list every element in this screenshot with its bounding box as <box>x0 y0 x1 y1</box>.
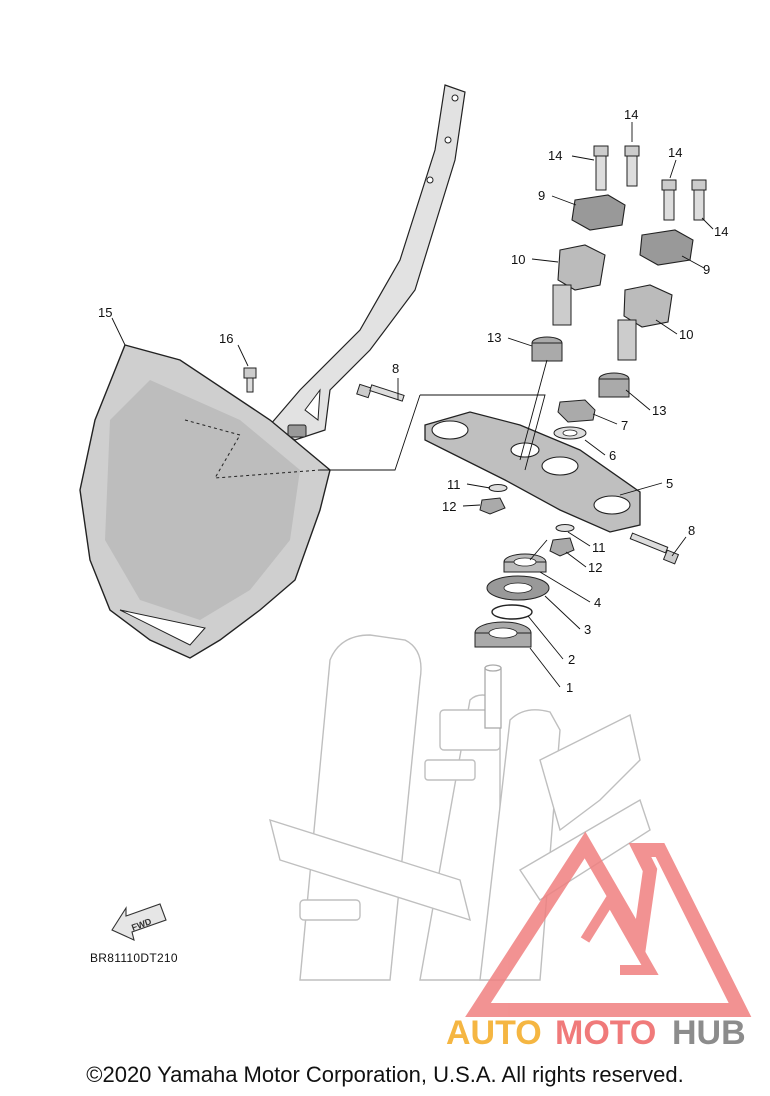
pinch-bolt-left <box>356 383 405 402</box>
drawing-code: BR81110DT210 <box>90 951 178 965</box>
holder-lower-right <box>617 284 673 361</box>
callout-11-right: 11 <box>592 540 606 555</box>
forward-arrow-icon: FWD <box>111 903 167 941</box>
callout-8-left: 8 <box>392 361 399 376</box>
holder-bolt-14d <box>691 179 707 221</box>
callout-5: 5 <box>666 476 673 491</box>
holder-upper-right <box>639 229 694 266</box>
washer-11-left <box>488 484 508 492</box>
holder-bolt-14c <box>661 179 677 221</box>
watermark-hub: HUB <box>672 1014 746 1052</box>
nut-12-left <box>479 497 506 515</box>
copyright-notice: ©2020 Yamaha Motor Corporation, U.S.A. A… <box>86 1062 684 1087</box>
bearing-cover-4 <box>503 553 547 573</box>
callout-2: 2 <box>568 652 575 667</box>
callout-10-right: 10 <box>679 327 693 342</box>
callout-4: 4 <box>594 595 601 610</box>
pinch-bolt-right <box>629 532 680 565</box>
number-plate-stay <box>269 84 466 441</box>
holder-bolt-14a <box>593 145 609 191</box>
callout-15: 15 <box>98 305 112 320</box>
callout-labels: 1 2 3 4 5 6 7 8 8 9 9 10 10 11 11 12 12 … <box>98 107 728 695</box>
holder-bolt-14b <box>624 145 640 187</box>
spacer-13-left <box>531 336 563 362</box>
callout-6: 6 <box>609 448 616 463</box>
callout-12-right: 12 <box>588 560 602 575</box>
spacer-13-right <box>598 372 630 398</box>
callout-8-right: 8 <box>688 523 695 538</box>
stem-nut-7 <box>557 399 596 423</box>
callout-14-b: 14 <box>624 107 638 122</box>
callout-10-left: 10 <box>511 252 525 267</box>
ball-race-1 <box>474 621 532 648</box>
watermark-logo-icon <box>465 831 752 1017</box>
number-plate <box>79 344 331 659</box>
callout-13-left: 13 <box>487 330 501 345</box>
callout-14-d: 14 <box>714 224 728 239</box>
callout-1: 1 <box>566 680 573 695</box>
callout-13-right: 13 <box>652 403 666 418</box>
watermark-auto: AUTO <box>446 1014 542 1052</box>
washer-6 <box>553 426 587 440</box>
upper-bracket <box>424 411 641 533</box>
assembly-lines <box>320 359 548 561</box>
bolt-16 <box>243 367 257 393</box>
bearing-3 <box>486 575 550 601</box>
callout-12-left: 12 <box>442 499 456 514</box>
callout-3: 3 <box>584 622 591 637</box>
nut-12-right <box>549 537 575 557</box>
watermark-moto: MOTO <box>555 1014 656 1052</box>
holder-lower-left <box>552 244 606 326</box>
holder-upper-left <box>571 194 626 231</box>
callout-14-c: 14 <box>668 145 682 160</box>
callout-9-left: 9 <box>538 188 545 203</box>
callout-16: 16 <box>219 331 233 346</box>
callout-14-a: 14 <box>548 148 562 163</box>
watermark-text: AUTO MOTO HUB <box>446 1014 746 1052</box>
steering-stem <box>484 664 502 729</box>
callout-11-left: 11 <box>447 477 461 492</box>
leader-lines <box>111 122 714 688</box>
seal-2 <box>491 604 533 620</box>
callout-7: 7 <box>621 418 628 433</box>
washer-11-right <box>555 524 575 532</box>
callout-9-right: 9 <box>703 262 710 277</box>
